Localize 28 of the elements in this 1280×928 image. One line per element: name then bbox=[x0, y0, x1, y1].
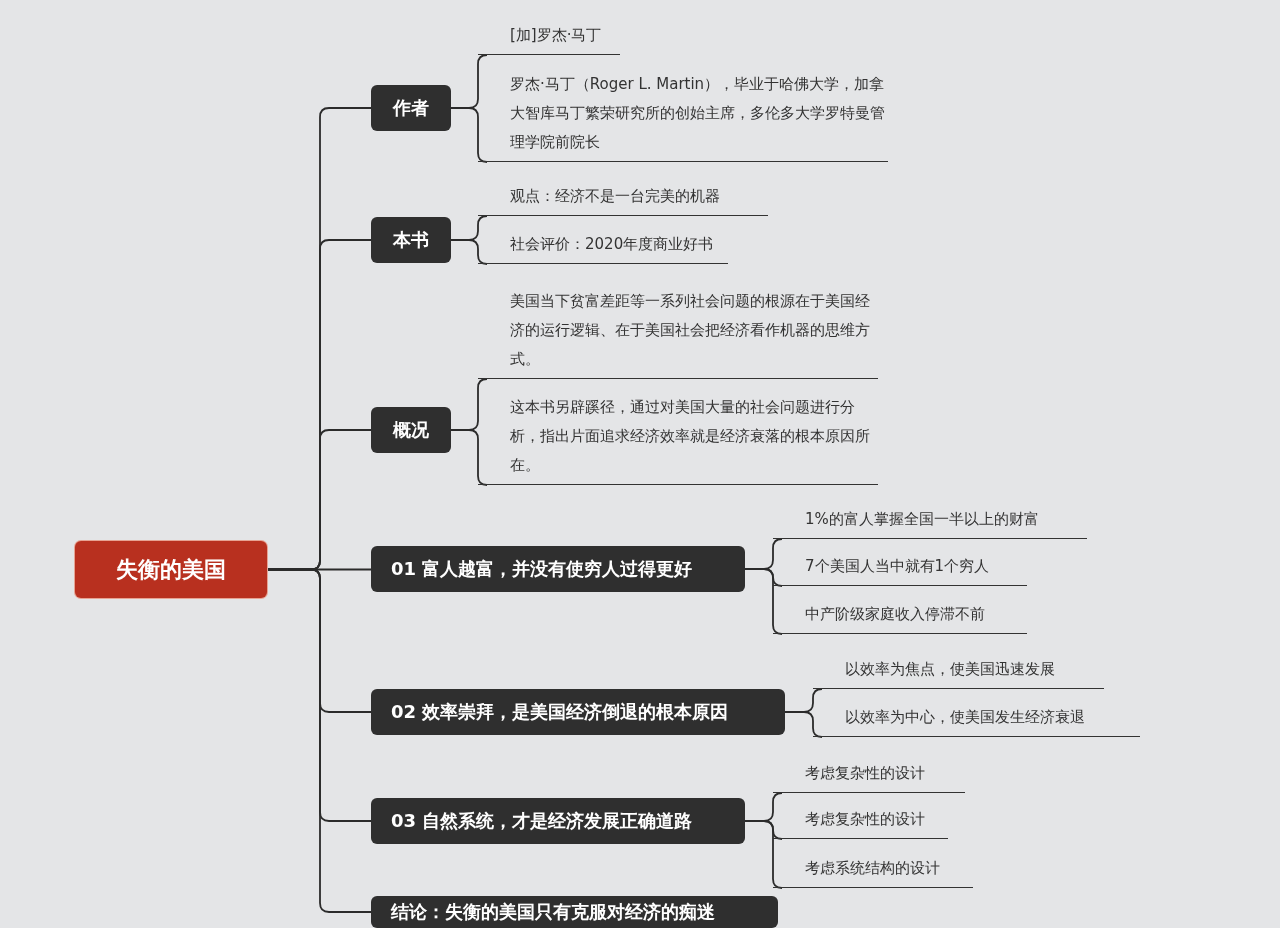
subtopic-text: 1%的富人掌握全国一半以上的财富 bbox=[773, 498, 1087, 539]
topic-box: 02 效率崇拜，是美国经济倒退的根本原因 bbox=[371, 689, 785, 735]
connector-line bbox=[450, 107, 488, 163]
subtopic-text: 观点：经济不是一台完美的机器 bbox=[478, 176, 768, 216]
connector-line bbox=[450, 239, 488, 265]
topic-box: 作者 bbox=[371, 85, 451, 131]
subtopic-text: 以效率为中心，使美国发生经济衰退 bbox=[813, 696, 1140, 737]
topic-box: 本书 bbox=[371, 217, 451, 263]
topic-box: 结论：失衡的美国只有克服对经济的痴迷 bbox=[371, 896, 778, 928]
connector-line bbox=[450, 429, 488, 486]
subtopic-text: [加]罗杰·马丁 bbox=[478, 14, 620, 55]
subtopic-text: 考虑复杂性的设计 bbox=[773, 799, 948, 839]
root-topic-box: 失衡的美国 bbox=[75, 541, 267, 598]
subtopic-text: 美国当下贫富差距等一系列社会问题的根源在于美国经济的运行逻辑、在于美国社会把经济看作机器的思维方式。 bbox=[478, 280, 878, 379]
connector-line bbox=[784, 711, 823, 738]
subtopic-text: 中产阶级家庭收入停滞不前 bbox=[773, 594, 1027, 634]
connector-line bbox=[744, 820, 783, 889]
topic-box: 概况 bbox=[371, 407, 451, 453]
subtopic-text: 考虑复杂性的设计 bbox=[773, 751, 965, 793]
subtopic-text: 社会评价：2020年度商业好书 bbox=[478, 224, 728, 264]
topic-box: 01 富人越富，并没有使穷人过得更好 bbox=[371, 546, 745, 592]
connector-line bbox=[744, 568, 783, 635]
subtopic-text: 罗杰·马丁（Roger L. Martin），毕业于哈佛大学，加拿大智库马丁繁荣研究所的创始主席，多伦多大学罗特曼管理学院前院长 bbox=[478, 64, 888, 162]
subtopic-text: 这本书另辟蹊径，通过对美国大量的社会问题进行分析，指出片面追求经济效率就是经济衰落的根本原因所在。 bbox=[478, 386, 878, 485]
subtopic-text: 7个美国人当中就有1个穷人 bbox=[773, 546, 1027, 586]
subtopic-text: 以效率为焦点，使美国迅速发展 bbox=[813, 648, 1104, 689]
subtopic-text: 考虑系统结构的设计 bbox=[773, 846, 973, 888]
topic-box: 03 自然系统，才是经济发展正确道路 bbox=[371, 798, 745, 844]
